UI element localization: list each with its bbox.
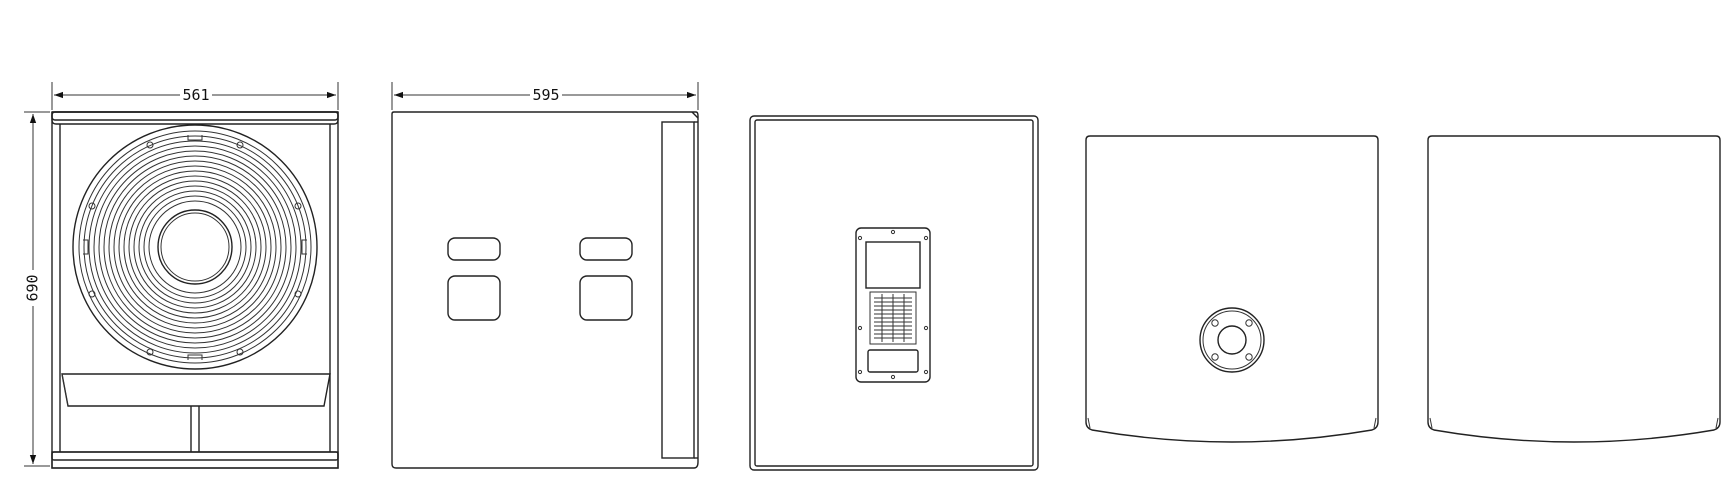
- front-height-label: 690: [24, 274, 42, 301]
- handle-right-lower[interactable]: [579, 275, 633, 321]
- heatsink-fins: [869, 291, 917, 345]
- side-view: 595: [391, 82, 699, 469]
- front-view: 561 690: [24, 82, 339, 469]
- handle-right-upper[interactable]: [579, 237, 633, 261]
- front-width-dimension: 561: [51, 82, 339, 110]
- top-view: [1085, 135, 1379, 443]
- rear-view: [749, 115, 1039, 471]
- side-depth-label: 595: [532, 86, 559, 104]
- front-height-dimension: 690: [24, 111, 50, 467]
- amplifier-panel: [855, 227, 931, 383]
- woofer-frame-tabs: [83, 135, 307, 360]
- handle-left-lower[interactable]: [447, 275, 501, 321]
- side-handles[interactable]: [447, 237, 633, 321]
- woofer-driver: [72, 124, 318, 370]
- side-depth-dimension: 595: [391, 82, 699, 110]
- side-cabinet: [391, 111, 699, 469]
- bottom-view: [1427, 135, 1721, 443]
- front-width-label: 561: [182, 86, 209, 104]
- pole-mount-socket: [1199, 307, 1265, 373]
- handle-left-upper[interactable]: [447, 237, 501, 261]
- front-cabinet: [51, 111, 339, 469]
- woofer-mounting-screws: [88, 141, 302, 356]
- amp-lower-window: [867, 349, 919, 373]
- amp-upper-window: [865, 241, 921, 289]
